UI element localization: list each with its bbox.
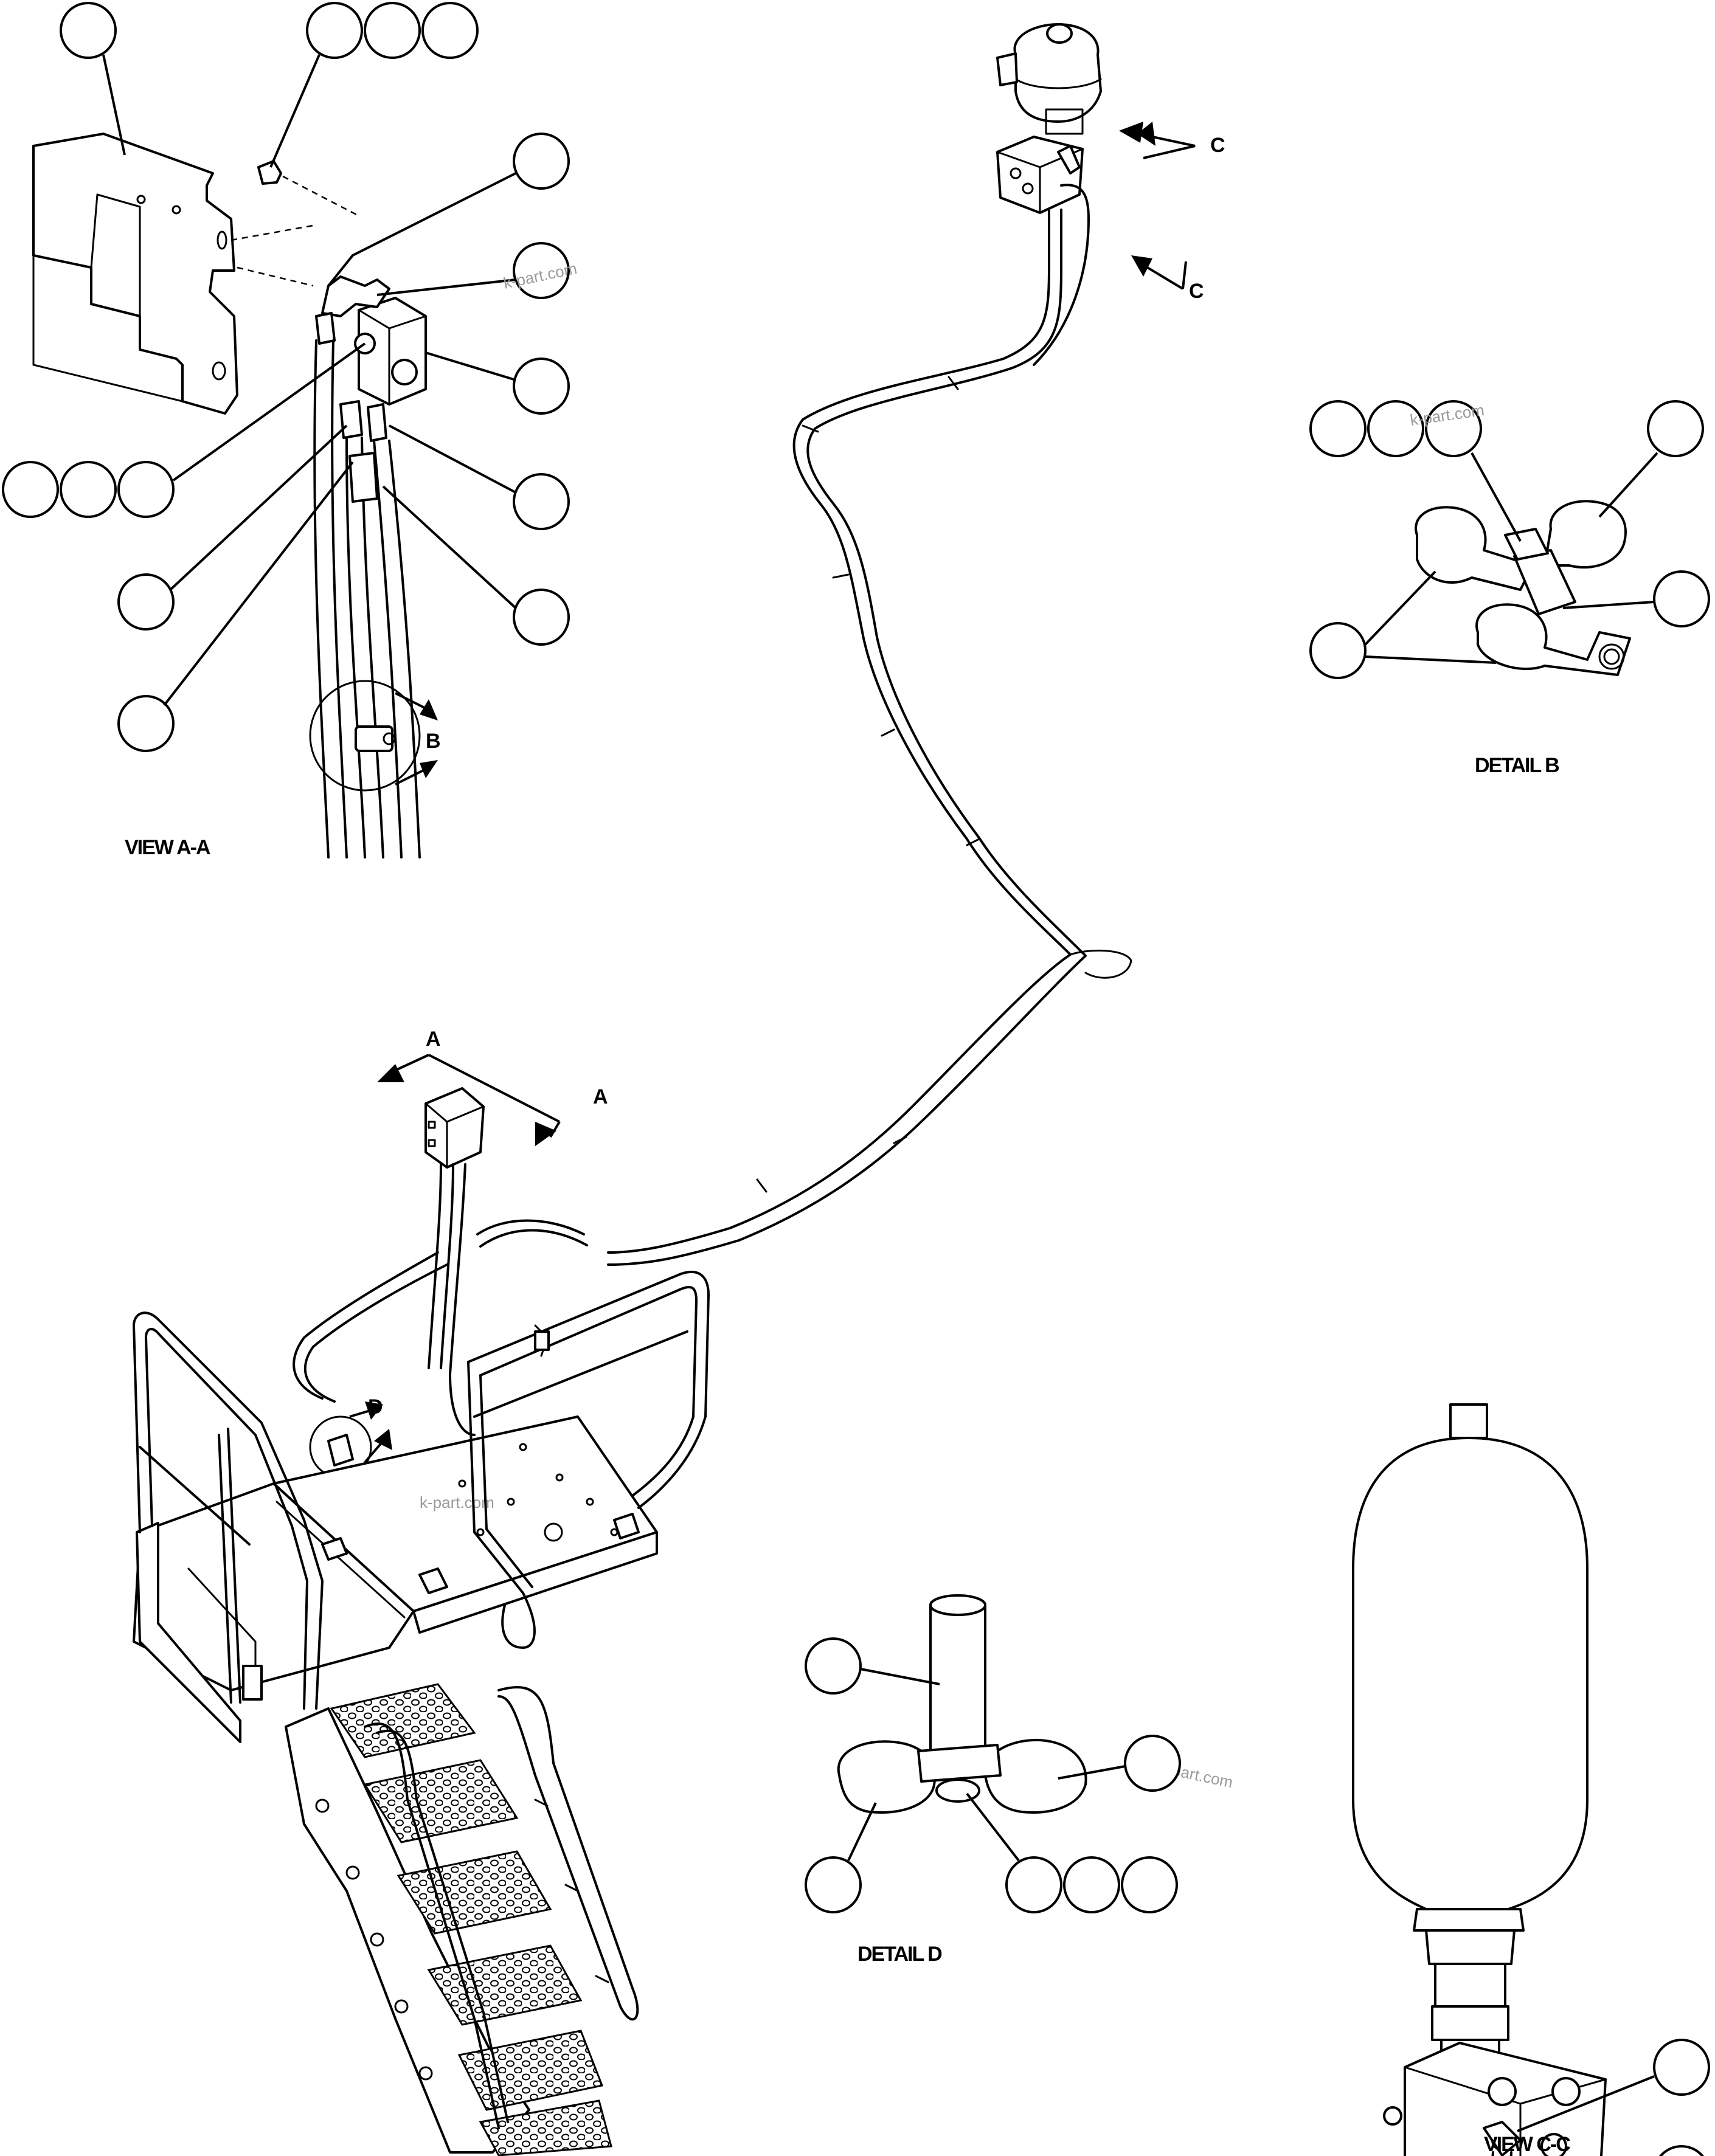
handrail-right [467, 1270, 710, 1509]
callout-bubble [805, 1637, 862, 1695]
callout-bubble [1309, 622, 1367, 679]
callout-bubble [513, 589, 570, 646]
callout-bubble [1063, 1856, 1120, 1913]
callout-bubble [1659, 2145, 1704, 2156]
detail-d-group: k-part.com DETAIL D [805, 1594, 1235, 1966]
stair-step [427, 1944, 583, 2026]
top-accumulator-group: C C [607, 23, 1225, 1266]
clamp-upper-left [1415, 506, 1534, 591]
ladder-platform-group: A A D [133, 1028, 710, 2156]
stair-step [363, 1759, 519, 1843]
clamp-upper-right [1544, 500, 1627, 569]
view-marker-a-upper: A [426, 1028, 441, 1051]
view-cc-label: VIEW C-C [1484, 2133, 1570, 2156]
long-hose-run [607, 209, 1072, 1254]
view-marker-a-lower: A [593, 1085, 608, 1108]
callout-bubble [117, 461, 175, 518]
callout-bubble [60, 461, 117, 518]
callout-bubble [805, 1856, 862, 1913]
callout-bubble [1653, 2039, 1710, 2096]
detail-d-label: DETAIL D [858, 1943, 942, 1966]
callout-bubble [1653, 570, 1710, 627]
clamp-lower [1475, 603, 1631, 676]
callout-bubble [513, 473, 570, 530]
stair-step [457, 2030, 604, 2111]
callout-bubble [2, 461, 59, 518]
view-marker-d: D [368, 1395, 383, 1418]
callout-group-view-aa [2, 2, 570, 752]
junction-box [424, 1087, 485, 1169]
detail-b-group: DETAIL B [1309, 400, 1710, 777]
callout-bubble [513, 133, 570, 190]
mounting-bracket [32, 133, 238, 415]
view-aa-label: VIEW A-A [125, 836, 210, 859]
hose-center [345, 437, 366, 859]
view-cc-group [1352, 1403, 1710, 2156]
view-aa-group: B VIEW A-A [2, 2, 570, 859]
callout-bubble [1121, 1856, 1178, 1913]
tube-vertical [929, 1595, 986, 1764]
callout-bubble [513, 242, 570, 299]
callout-bubble [1647, 400, 1704, 457]
hose-right [373, 440, 403, 859]
handrail-left [133, 1311, 324, 1710]
accumulator-small [1013, 23, 1102, 123]
callout-bubble [364, 2, 421, 59]
callout-bubble [117, 573, 175, 631]
watermark-platform: k-part.com [420, 1493, 494, 1512]
accumulator-body [1352, 1437, 1589, 1910]
callout-bubble [1425, 400, 1482, 457]
clamp-left [837, 1740, 937, 1814]
fitting-small [257, 160, 282, 185]
view-marker-c-upper: C [1210, 134, 1225, 157]
accumulator-cap [1449, 1403, 1488, 1439]
detail-b-label: DETAIL B [1475, 754, 1559, 777]
callout-bubble [1005, 1856, 1062, 1913]
callout-bubble [117, 695, 175, 752]
callout-bubble [421, 2, 479, 59]
stair-step [397, 1850, 552, 1935]
callout-bubble [60, 2, 117, 59]
side-enclosure [136, 1522, 241, 1743]
hose-left [313, 339, 330, 859]
clamp-right [983, 1738, 1087, 1814]
detail-b-marker-circle [309, 680, 421, 792]
stair-step [330, 1683, 476, 1758]
view-marker-b: B [426, 730, 441, 753]
view-marker-c-lower: C [1189, 280, 1204, 303]
callout-bubble [513, 358, 570, 415]
callout-bubble [1309, 400, 1367, 457]
callout-bubble [306, 2, 363, 59]
callout-bubble [1367, 400, 1424, 457]
stair-step [479, 2099, 612, 2156]
callout-bubble [1124, 1735, 1181, 1792]
